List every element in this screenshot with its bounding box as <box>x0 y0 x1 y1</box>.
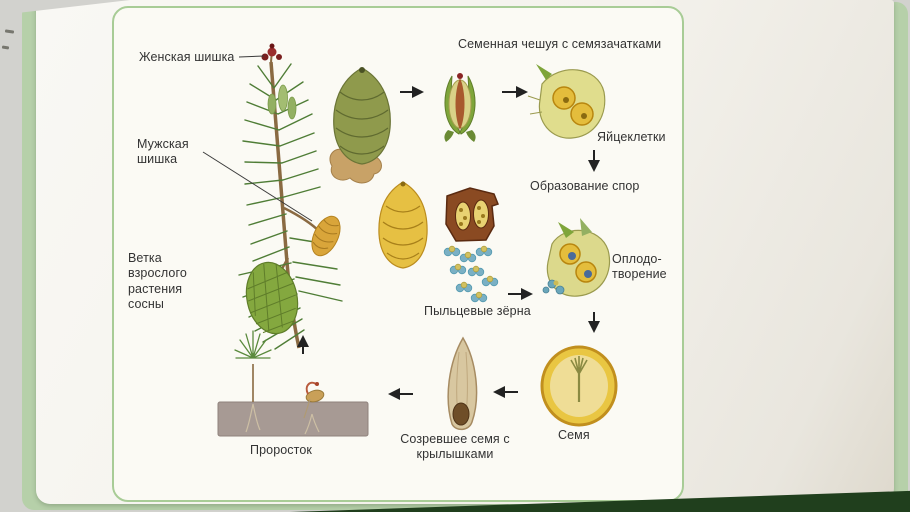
adjacent-page-text-artifact <box>1 45 10 50</box>
label-winged-seed: Созревшее семя с крылышками <box>400 432 510 462</box>
adjacent-page-text-artifact <box>4 29 15 34</box>
label-male-cone: Мужская шишка <box>137 137 189 167</box>
label-seedling: Проросток <box>250 443 312 457</box>
label-fertilization: Оплодо-творение <box>612 252 667 282</box>
label-spore-formation: Образование спор <box>530 179 640 193</box>
label-egg-cells: Яйцеклетки <box>597 130 666 144</box>
label-seed-scale: Семенная чешуя с семязачатками <box>458 37 662 51</box>
label-pollen-grains: Пыльцевые зёрна <box>424 304 531 318</box>
label-adult-branch: Ветка взрослого растения сосны <box>128 251 187 311</box>
label-seed: Семя <box>558 428 590 442</box>
label-female-cone: Женская шишка <box>139 50 235 64</box>
